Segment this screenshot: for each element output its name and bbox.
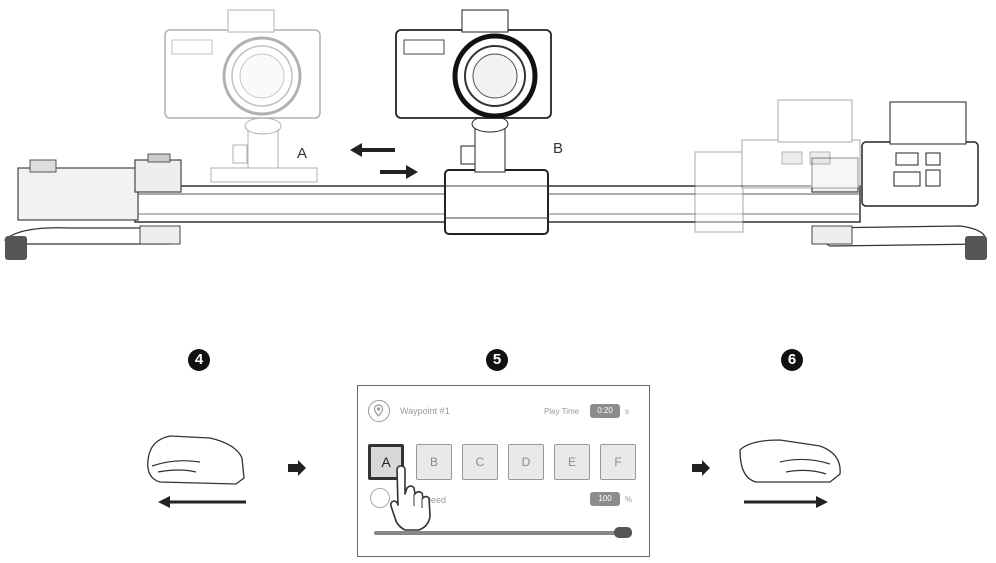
camera-icon: [164, 9, 321, 183]
motor-unit: [861, 101, 979, 207]
location-pin-icon: [368, 400, 390, 422]
keyframe-d-button[interactable]: D: [508, 444, 544, 480]
play-time-unit: s: [625, 407, 629, 416]
speed-icon: [370, 488, 390, 508]
play-time-value[interactable]: 0:20: [590, 404, 620, 418]
waypoint-panel: Waypoint #1 Play Time 0:20 s A B C D E F…: [357, 385, 650, 557]
speed-label: Speed: [420, 495, 447, 505]
hand-icon: [147, 435, 245, 485]
step-marker-6: 6: [781, 349, 803, 371]
keyframe-e-button[interactable]: E: [554, 444, 590, 480]
step-marker-4: 4: [188, 349, 210, 371]
arrow-left-icon: [158, 496, 246, 508]
play-time-label: Play Time: [544, 407, 580, 416]
arrow-right-icon: [744, 496, 828, 508]
speed-slider-fill: [374, 531, 632, 535]
camera-icon: [395, 9, 552, 173]
arrow-left-icon: [350, 143, 395, 157]
motor-unit: [694, 99, 861, 233]
carriage-block: [444, 169, 549, 235]
point-b-label: B: [553, 140, 564, 157]
point-a-label: A: [297, 145, 308, 162]
arrow-right-icon: [288, 460, 306, 476]
hand-icon: [739, 439, 841, 483]
hand-icon: [390, 465, 431, 531]
speed-unit: %: [625, 495, 633, 504]
arrow-right-icon: [380, 165, 418, 179]
speed-slider-handle[interactable]: [614, 527, 632, 538]
speed-slider-track[interactable]: [374, 531, 632, 535]
keyframe-b-button[interactable]: B: [416, 444, 452, 480]
waypoint-label: Waypoint #1: [400, 406, 450, 416]
arrow-right-icon: [692, 460, 710, 476]
speed-value[interactable]: 100: [590, 492, 620, 506]
keyframe-c-button[interactable]: C: [462, 444, 498, 480]
step-marker-5: 5: [486, 349, 508, 371]
keyframe-f-button[interactable]: F: [600, 444, 636, 480]
